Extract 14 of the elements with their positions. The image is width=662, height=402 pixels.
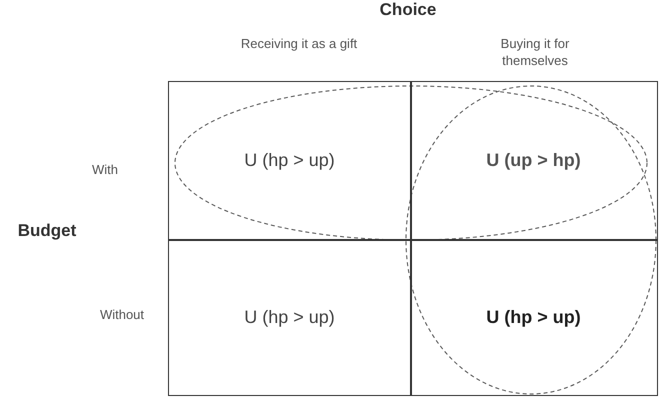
cell-text: U (hp > up) xyxy=(486,306,581,328)
column-header: Receiving it as a gift xyxy=(240,35,358,52)
row-header: With xyxy=(91,161,119,178)
column-header: Buying it for themselves xyxy=(500,35,570,69)
matrix-cell xyxy=(168,81,412,241)
axis-title: Choice xyxy=(378,1,438,18)
cell-text: U (hp > up) xyxy=(244,306,335,328)
cell-text: U (hp > up) xyxy=(244,150,335,171)
cell-text: U (up > hp) xyxy=(486,150,581,171)
matrix-cell xyxy=(410,81,658,241)
row-header: Without xyxy=(98,306,146,323)
matrix-cell xyxy=(410,239,658,396)
axis-title: Budget xyxy=(16,222,78,239)
matrix-cell xyxy=(168,239,412,396)
